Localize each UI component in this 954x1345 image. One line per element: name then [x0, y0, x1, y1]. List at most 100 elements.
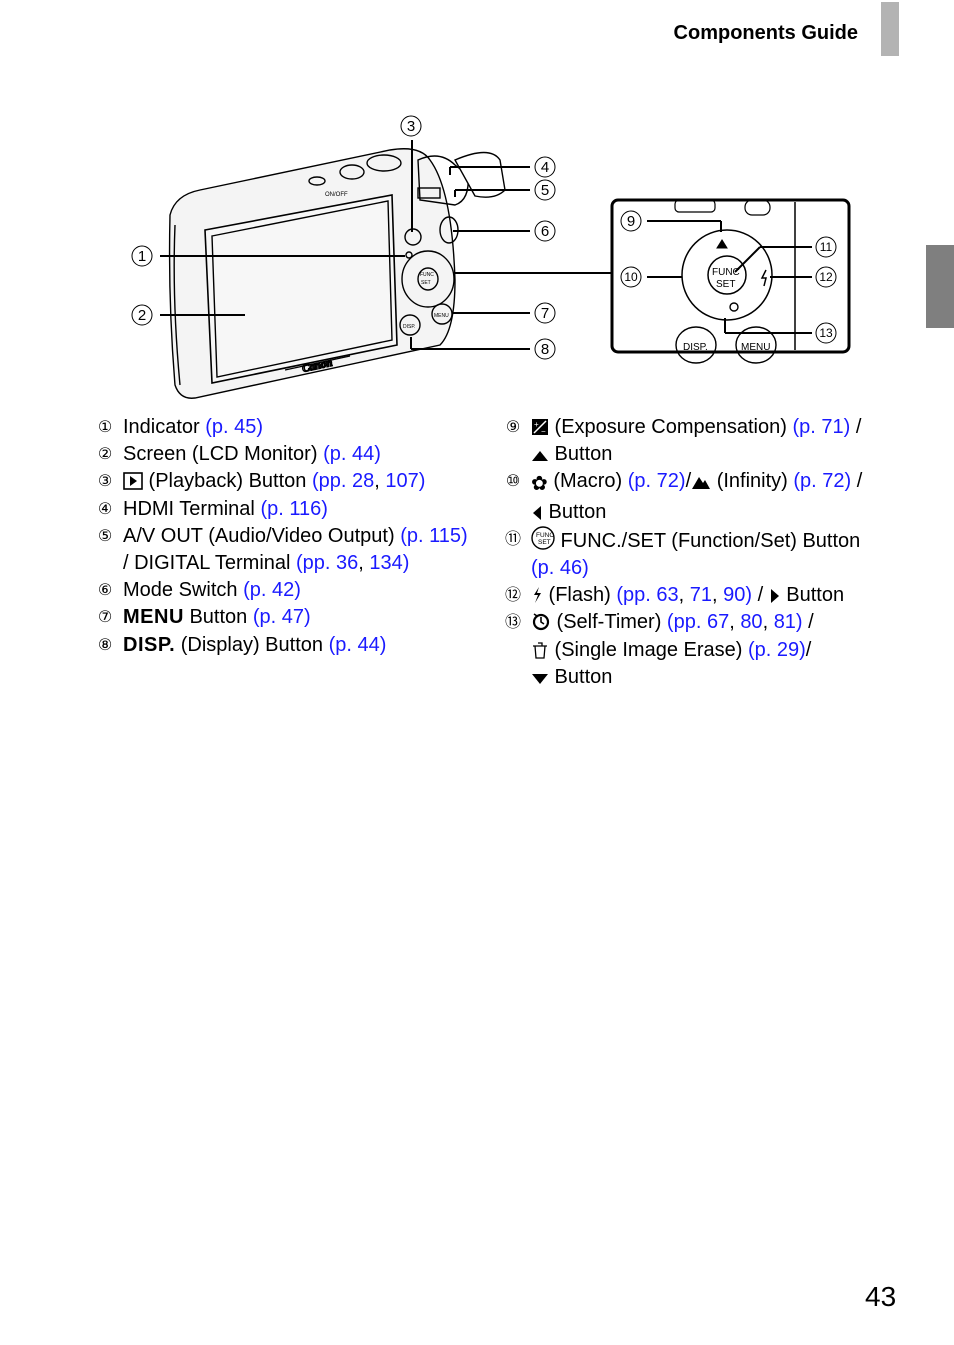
svg-text:6: 6	[541, 223, 549, 240]
page-ref-link[interactable]: (p. 29)	[747, 638, 806, 661]
inset-menu-text: MENU	[741, 342, 770, 353]
on-off-text: ON/OFF	[325, 192, 348, 198]
item-number: ⑧	[97, 636, 113, 654]
page-ref-link[interactable]: 71	[689, 584, 712, 607]
callout-2: 2	[131, 304, 153, 326]
camera-body: Canon ON/OFF FUNC SET MENU DISP.	[168, 148, 506, 399]
page-ref-link[interactable]: 134)	[369, 552, 410, 575]
callout-10: 10	[620, 266, 642, 288]
separator: /	[851, 470, 863, 493]
macro-icon: ✿	[531, 473, 548, 496]
page-ref-link[interactable]: (p. 72)	[793, 470, 852, 493]
page-ref-link[interactable]: 80	[740, 611, 763, 634]
item-label: HDMI Terminal	[123, 497, 261, 520]
item-label-continued: Button	[549, 443, 613, 466]
left-arrow-icon	[533, 505, 541, 520]
disp-label-icon: DISP.	[123, 633, 176, 656]
item-label: Button	[780, 584, 845, 607]
item-label: A/V OUT (Audio/Video Output)	[123, 524, 401, 547]
svg-text:13: 13	[819, 326, 833, 340]
item-number: ⑫	[504, 587, 521, 605]
item-number: ⑩	[505, 473, 521, 491]
list-item: ⑧ DISP. (Display) Button (p. 44)	[94, 632, 494, 659]
callout-9: 9	[620, 210, 642, 232]
exposure-compensation-icon: +−	[532, 419, 548, 436]
item-label: (Macro)	[547, 470, 628, 493]
menu-label-icon: MENU	[123, 606, 184, 629]
inset-controls: FUNC SET DISP. MENU	[610, 198, 851, 364]
svg-text:FUNC: FUNC	[536, 532, 554, 539]
separator: ,	[358, 552, 370, 575]
svg-text:10: 10	[624, 270, 638, 284]
chapter-side-tab	[926, 245, 954, 328]
separator: /	[685, 470, 692, 493]
separator: /	[752, 584, 769, 607]
svg-text:−: −	[541, 427, 546, 436]
inset-disp-text: DISP.	[683, 342, 708, 353]
separator: ,	[711, 584, 724, 607]
separator: /	[802, 611, 814, 634]
camera-diagram: Canon ON/OFF FUNC SET MENU DISP. FUNC SE…	[131, 115, 851, 399]
page-ref-link[interactable]: (pp. 63	[616, 584, 679, 607]
page-ref-link[interactable]: (p. 44)	[323, 443, 381, 466]
item-number: ②	[97, 446, 113, 464]
page-ref-link[interactable]: (pp. 28	[311, 470, 375, 493]
separator: ,	[729, 611, 741, 634]
right-arrow-icon	[770, 589, 779, 604]
item-number: ⑦	[97, 609, 113, 627]
item-label-continued: / DIGITAL Terminal	[123, 552, 297, 575]
camera-menu-text: MENU	[434, 313, 449, 319]
list-item: ⑥ Mode Switch (p. 42)	[94, 577, 494, 604]
callout-8: 8	[534, 338, 556, 360]
list-item: ⑤ A/V OUT (Audio/Video Output) (p. 115) …	[94, 523, 494, 577]
list-item: ② Screen (LCD Monitor) (p. 44)	[94, 441, 494, 468]
separator: /	[805, 638, 812, 661]
callout-1: 1	[131, 245, 153, 267]
item-number: ⑤	[97, 527, 113, 545]
down-arrow-icon	[532, 673, 548, 684]
camera-func-text: FUNC	[420, 272, 434, 278]
callout-5: 5	[534, 179, 556, 201]
list-item: ① Indicator (p. 45)	[94, 414, 494, 441]
page-ref-link[interactable]: (p. 71)	[792, 416, 851, 438]
list-item: ⑫ (Flash) (pp. 63, 71, 90) / Button	[502, 582, 912, 609]
item-number: ⑨	[505, 419, 521, 436]
list-item: ④ HDMI Terminal (p. 116)	[94, 496, 494, 523]
page-ref-link[interactable]: (p. 46)	[531, 557, 589, 580]
camera-set-text: SET	[421, 280, 431, 286]
item-label: Indicator	[123, 416, 206, 438]
item-label: (Display) Button	[175, 633, 329, 656]
svg-text:7: 7	[541, 305, 549, 322]
inset-set-text: SET	[716, 279, 735, 290]
page-ref-link[interactable]: (p. 42)	[243, 579, 301, 602]
page-ref-link[interactable]: (p. 47)	[252, 606, 311, 629]
item-label: (Flash)	[543, 584, 617, 607]
page-ref-link[interactable]: (p. 115)	[400, 524, 468, 547]
callout-3: 3	[400, 115, 422, 137]
svg-text:2: 2	[138, 307, 146, 324]
leader-lines	[160, 140, 612, 350]
page-ref-link[interactable]: (pp. 67	[666, 611, 730, 634]
camera-disp-text: DISP.	[403, 324, 415, 330]
page-ref-link[interactable]: 107)	[385, 470, 426, 493]
page-ref-link[interactable]: (p. 45)	[205, 416, 264, 438]
header-tab-bar	[881, 2, 899, 56]
item-number: ①	[97, 419, 113, 436]
list-item: ⑨ +− (Exposure Compensation) (p. 71) / B…	[502, 414, 912, 468]
item-number: ⑬	[504, 614, 521, 632]
item-label: Button	[183, 606, 253, 629]
page-ref-link[interactable]: (p. 72)	[627, 470, 686, 493]
item-label: FUNC./SET (Function/Set) Button	[555, 529, 861, 552]
infinity-mountain-icon	[692, 477, 711, 490]
page-ref-link[interactable]: (pp. 36	[296, 552, 359, 575]
page-ref-link[interactable]: 90)	[723, 584, 753, 607]
page-ref-link[interactable]: 81)	[773, 611, 803, 634]
item-label: Screen (LCD Monitor)	[123, 443, 324, 466]
svg-text:3: 3	[407, 118, 415, 135]
page-ref-link[interactable]: (p. 44)	[328, 633, 387, 656]
page-ref-link[interactable]: (p. 116)	[260, 497, 328, 520]
inset-func-text: FUNC	[712, 267, 740, 278]
svg-text:+: +	[534, 420, 539, 429]
separator: /	[850, 416, 862, 438]
callout-12: 12	[815, 266, 837, 288]
